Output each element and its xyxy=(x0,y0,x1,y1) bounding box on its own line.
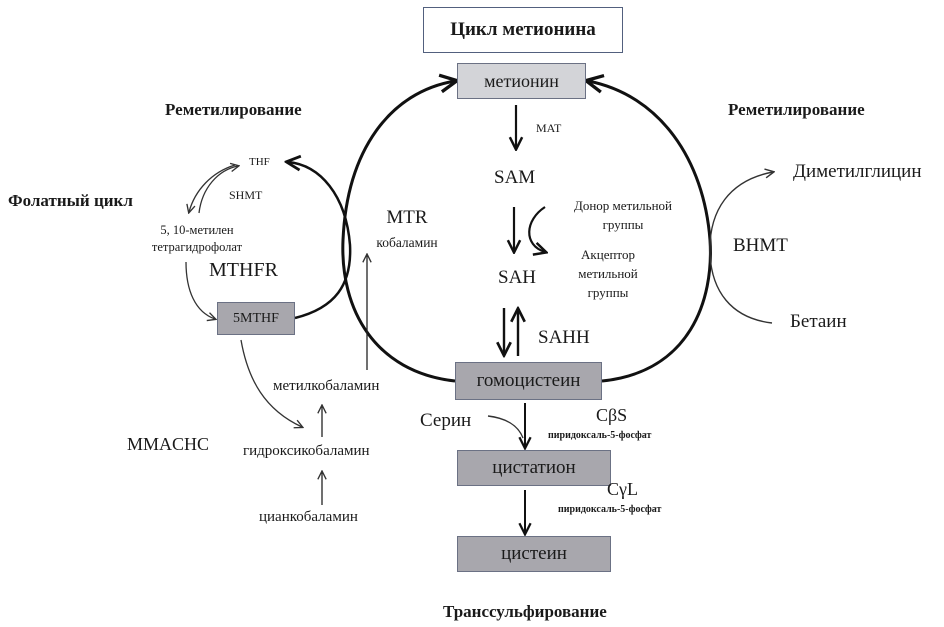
metabolite-dimethylglycine: Диметилглицин xyxy=(793,161,922,182)
section-transsulfuration: Транссульфирование xyxy=(443,602,607,621)
methylene-thf-line2: тетрагидрофолат xyxy=(151,240,243,254)
metabolite-methylcobalamin: метилкобаламин xyxy=(273,378,380,394)
serine-arrow xyxy=(487,415,524,439)
enzyme-shmt: SHMT xyxy=(229,188,263,202)
methyl-acceptor-line1: Акцептор xyxy=(581,247,635,262)
metabolite-sam: SAM xyxy=(494,167,536,188)
cbs-cofactor: пиридоксаль-5-фосфат xyxy=(548,430,652,441)
mtr-cofactor: кобаламин xyxy=(376,235,438,250)
enzyme-cbs: CβS xyxy=(596,405,628,425)
mthfr-arrow xyxy=(185,261,215,319)
methyl-acceptor-line3: группы xyxy=(587,285,629,300)
metabolite-sah: SAH xyxy=(498,267,537,288)
metabolite-cyanocobalamin: цианкобаламин xyxy=(259,509,358,525)
methyl-acceptor-label: Акцептор метильной группы xyxy=(568,245,648,302)
methyl-transfer-arrow xyxy=(528,206,545,252)
shmt-arrow-up xyxy=(198,166,238,214)
enzyme-mat: MAT xyxy=(536,121,562,135)
metabolite-hydroxocobalamin: гидроксикобаламин xyxy=(243,443,370,459)
methyl-donor-label: Донор метильной группы xyxy=(553,196,693,234)
5mthf-box: 5MTHF xyxy=(217,302,295,335)
metabolite-betaine: Бетаин xyxy=(790,311,847,332)
homocysteine-box: гомоцистеин xyxy=(455,362,602,400)
enzyme-cgl: CγL xyxy=(607,479,638,499)
cycle-arc-left xyxy=(341,81,455,383)
cgl-cofactor: пиридоксаль-5-фосфат xyxy=(558,504,662,515)
methyl-donor-line2: группы xyxy=(602,217,644,232)
metabolite-thf: THF xyxy=(249,156,270,168)
enzyme-mmachc: MMACHC xyxy=(127,434,210,454)
section-remethylation-right: Реметилирование xyxy=(728,100,865,119)
enzyme-mthfr: MTHFR xyxy=(209,259,278,281)
homocysteine-label: гомоцистеин xyxy=(476,370,581,391)
cystathionine-box: цистатион xyxy=(457,450,611,486)
methyl-acceptor-line2: метильной xyxy=(578,266,638,281)
cysteine-label: цистеин xyxy=(501,543,567,564)
enzyme-sahh: SAHH xyxy=(538,327,590,348)
methylene-thf-line1: 5, 10-метилен xyxy=(160,223,234,237)
section-remethylation-left: Реметилирование xyxy=(165,100,302,119)
diagram-title-text: Цикл метионина xyxy=(450,19,596,40)
cystathionine-label: цистатион xyxy=(492,457,576,478)
methyl-donor-line1: Донор метильной xyxy=(573,198,673,213)
5mthf-label: 5MTHF xyxy=(233,310,279,326)
folate-arc-5mthf-thf xyxy=(288,162,352,320)
cysteine-box: цистеин xyxy=(457,536,611,572)
methylene-thf-label: 5, 10-метилен тетрагидрофолат xyxy=(132,222,262,256)
metabolite-serine: Серин xyxy=(420,410,472,431)
methionine-label: метионин xyxy=(484,70,559,91)
5mthf-to-cobalamin-arrow xyxy=(240,339,302,427)
enzyme-bhmt: BHMT xyxy=(733,235,788,256)
bhmt-arc xyxy=(709,172,773,324)
diagram-title: Цикл метионина xyxy=(423,7,623,53)
enzyme-mtr: MTR xyxy=(386,207,428,228)
methionine-box: метионин xyxy=(457,63,586,99)
section-folate-cycle: Фолатный цикл xyxy=(8,191,133,210)
shmt-arrow-down xyxy=(189,164,236,212)
